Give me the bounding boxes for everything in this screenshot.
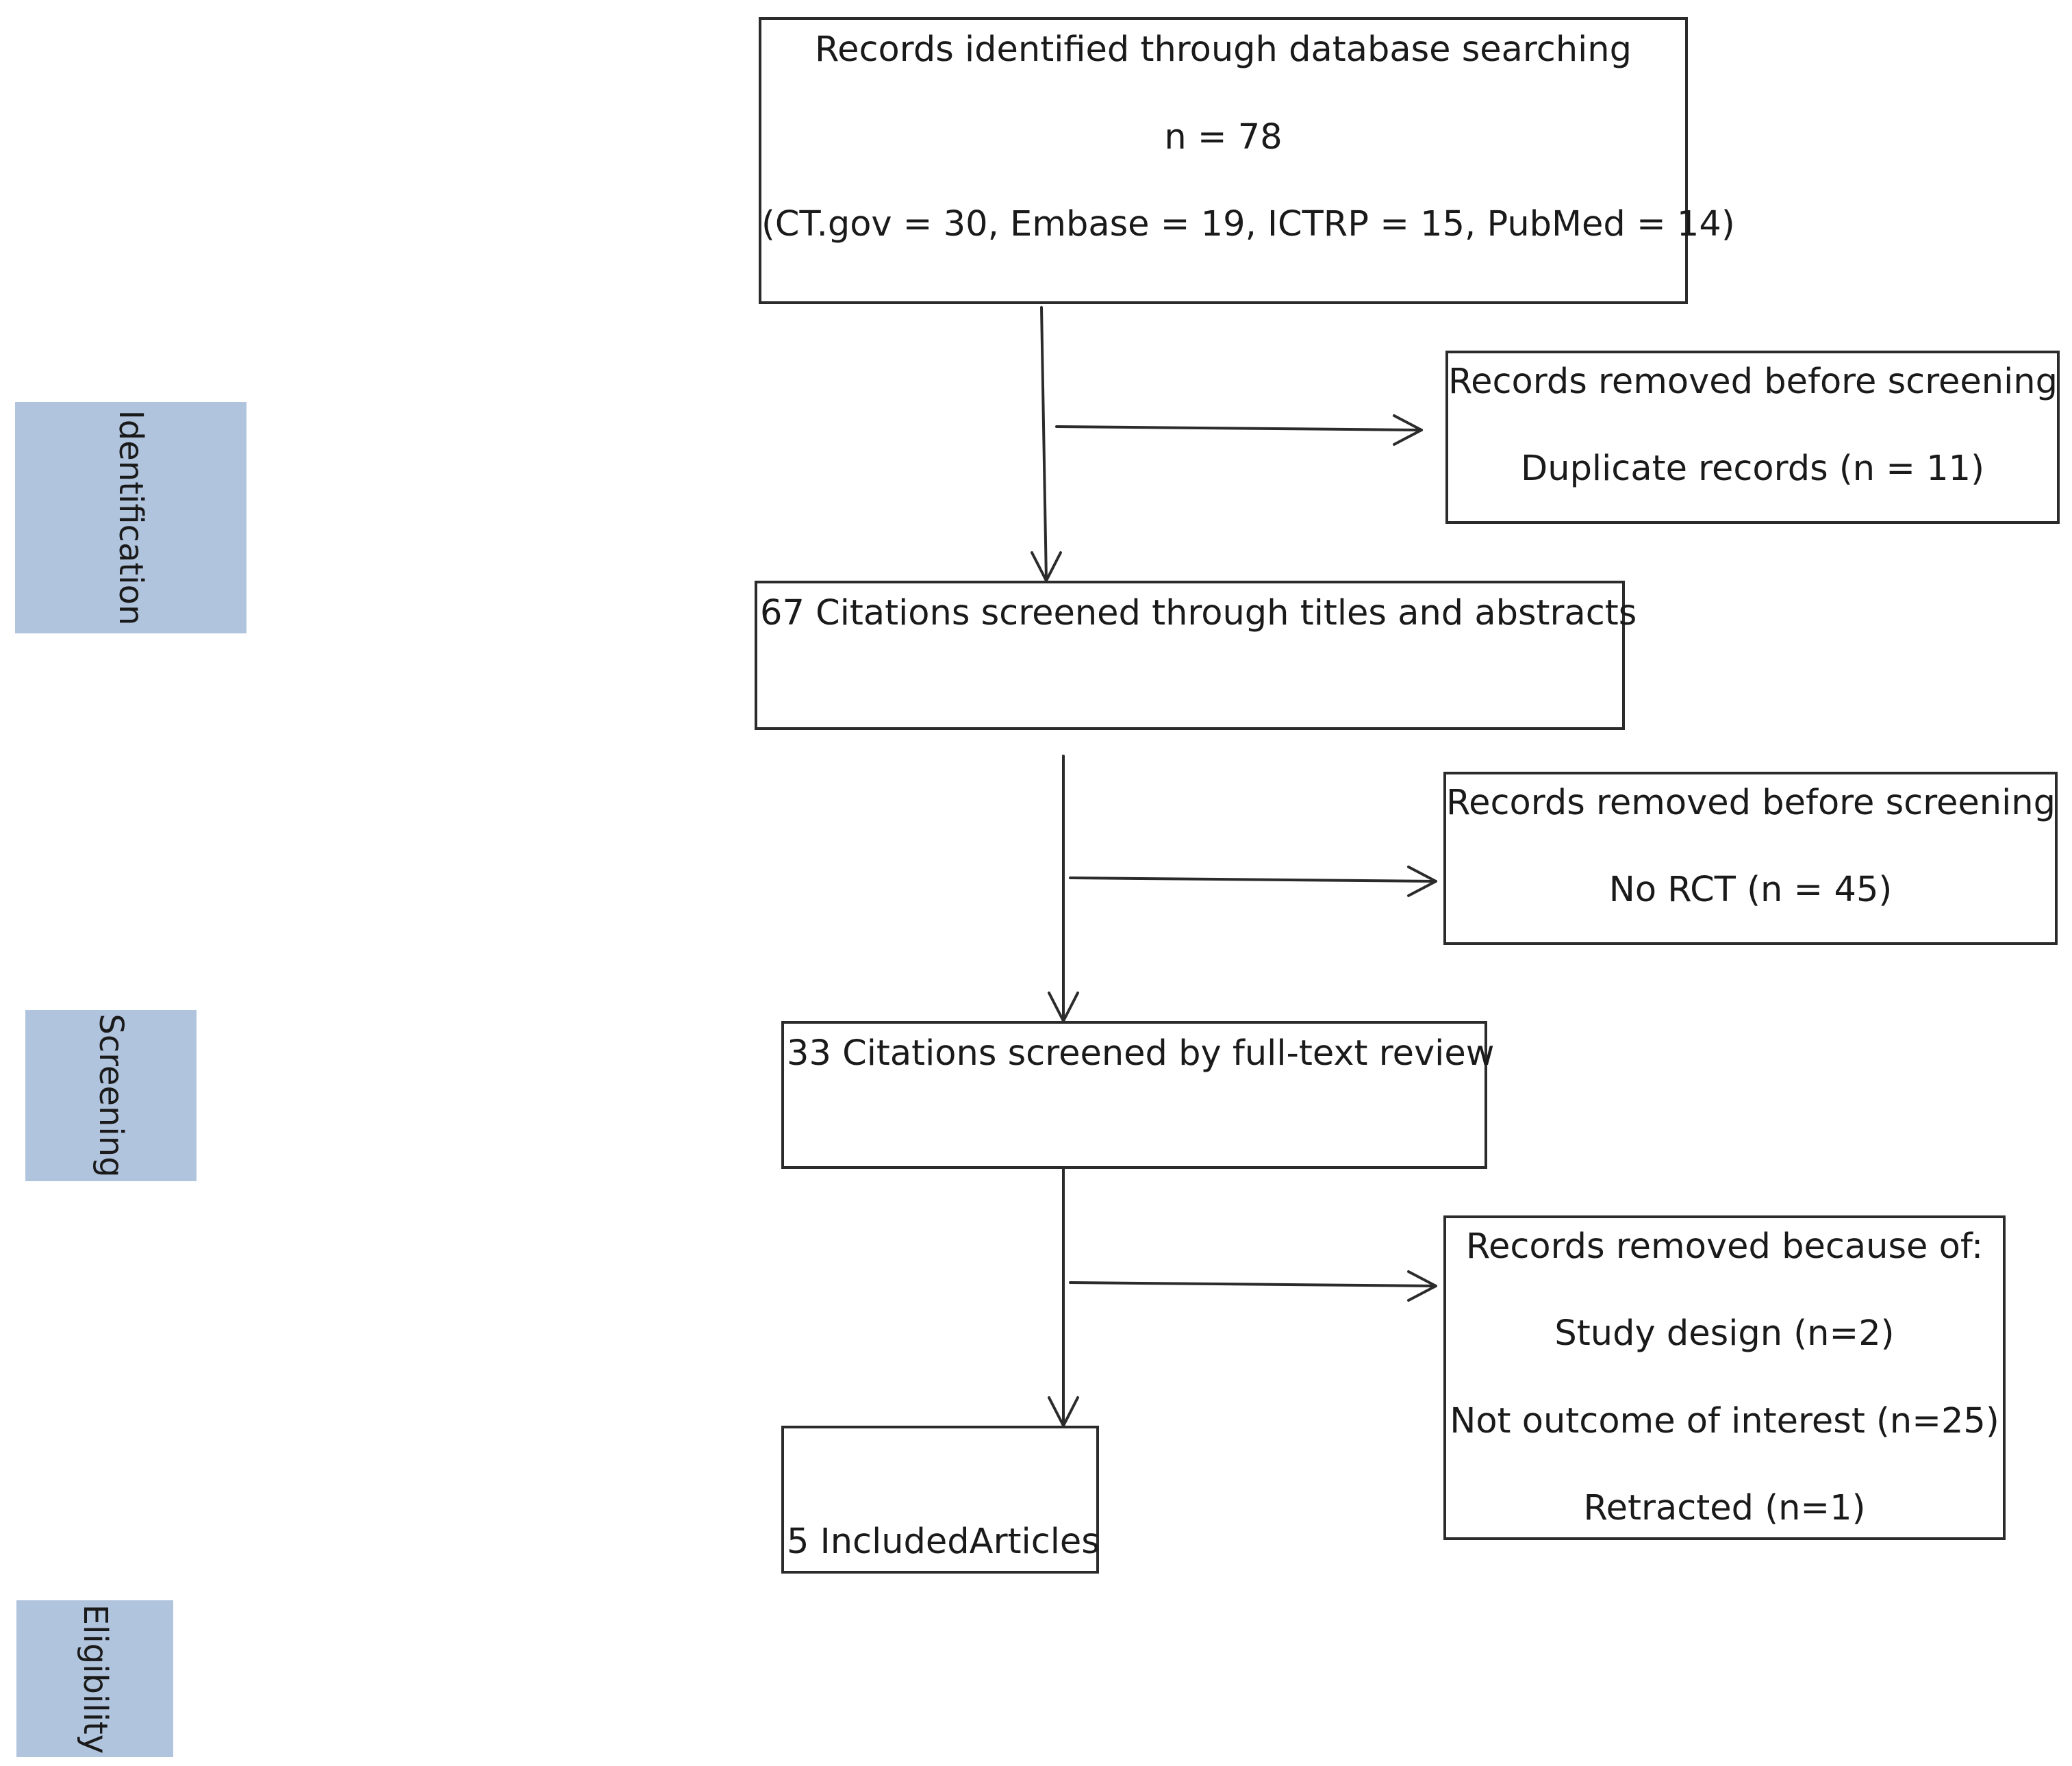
removed-reasons-box: Records removed because of: Study design… xyxy=(1443,1215,2006,1540)
arrowhead-no-rct xyxy=(1407,866,1437,897)
removed-reasons-study-design: Study design (n=2) xyxy=(1554,1313,1895,1354)
screened-fulltext-label: 33 Citations screened by full-text revie… xyxy=(787,1033,1495,1074)
removed-no-rct-title: Records removed before screening xyxy=(1446,783,2056,823)
records-identified-title: Records identified through database sear… xyxy=(814,29,1632,70)
screened-titles-label: 67 Citations screened through titles and… xyxy=(760,593,1637,633)
records-identified-box: Records identified through database sear… xyxy=(759,17,1735,304)
removed-reasons-retracted: Retracted (n=1) xyxy=(1583,1488,1866,1528)
arrow-identified-to-screened xyxy=(1040,306,1048,582)
removed-reasons-outcome: Not outcome of interest (n=25) xyxy=(1450,1401,1999,1441)
stage-identification: Identification xyxy=(15,402,247,633)
removed-no-rct-box: Records removed before screening No RCT … xyxy=(1443,772,2058,945)
removed-duplicates-box: Records removed before screening Duplica… xyxy=(1445,351,2060,524)
arrowhead-duplicates xyxy=(1393,414,1423,446)
arrow-to-removed-reasons xyxy=(1069,1281,1437,1287)
records-identified-sources: (CT.gov = 30, Embase = 19, ICTRP = 15, P… xyxy=(761,204,1735,244)
removed-duplicates-count: Duplicate records (n = 11) xyxy=(1520,449,1985,489)
stage-eligibility: Eligibility xyxy=(16,1600,173,1757)
removed-duplicates-title: Records removed before screening xyxy=(1448,362,2058,402)
screened-fulltext-box: 33 Citations screened by full-text revie… xyxy=(781,1021,1495,1169)
removed-reasons-title: Records removed because of: xyxy=(1465,1226,1984,1267)
stage-screening: Screening xyxy=(25,1010,197,1181)
arrow-to-no-rct xyxy=(1069,876,1437,883)
included-articles-label: 5 IncludedArticles xyxy=(787,1522,1100,1562)
screened-titles-box: 67 Citations screened through titles and… xyxy=(755,581,1637,730)
arrowhead-removed-reasons xyxy=(1407,1270,1437,1302)
included-articles-box: 5 IncludedArticles xyxy=(781,1426,1100,1574)
arrow-to-duplicates xyxy=(1055,425,1423,431)
records-identified-count: n = 78 xyxy=(1164,117,1283,157)
removed-no-rct-count: No RCT (n = 45) xyxy=(1608,870,1893,910)
